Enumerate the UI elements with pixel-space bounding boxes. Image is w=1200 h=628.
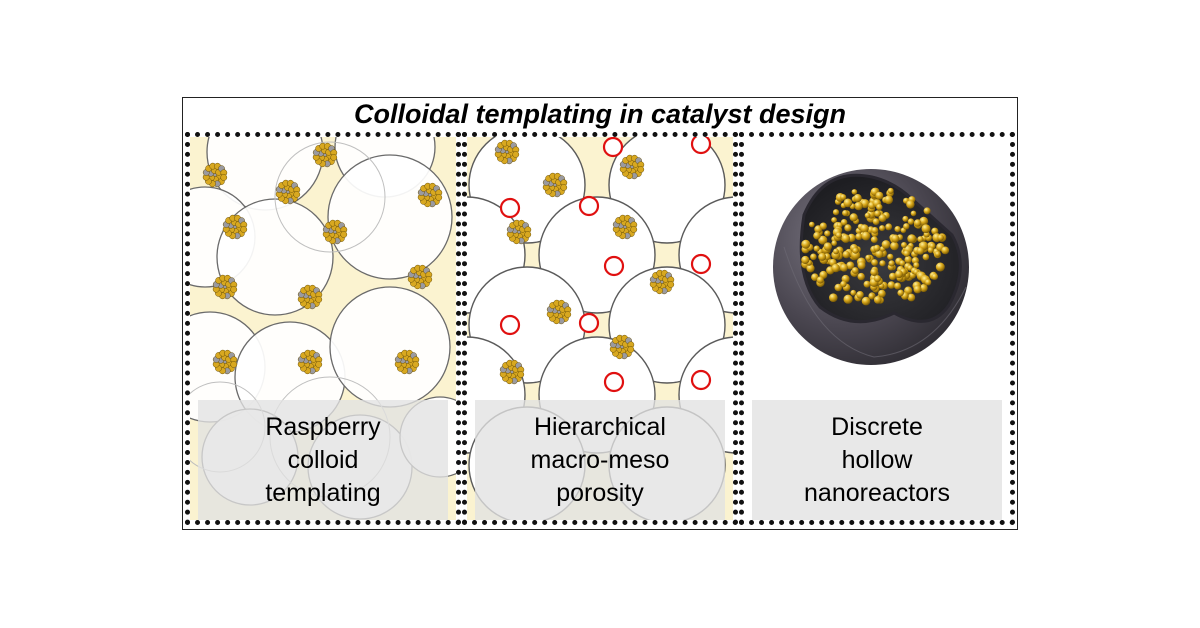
- caption-line-3: nanoreactors: [804, 478, 950, 507]
- caption-line-1: Raspberry: [265, 412, 381, 441]
- caption-box: Discrete hollow nanoreactors: [752, 400, 1002, 520]
- caption-line-3: templating: [265, 478, 381, 507]
- gold-nanoparticle-cluster: [619, 154, 645, 180]
- gold-nanoparticle-cluster: [222, 214, 248, 240]
- panel-raspberry-colloid: Raspberry colloid templating: [185, 132, 461, 525]
- gold-nanoparticle-cluster: [609, 334, 635, 360]
- gold-nanoparticle-cluster: [494, 139, 520, 165]
- gold-nanoparticle-cluster: [394, 349, 420, 375]
- caption-line-2: macro-meso: [530, 445, 670, 474]
- caption-line-2: colloid: [287, 445, 359, 474]
- caption-box: Hierarchical macro-meso porosity: [475, 400, 725, 520]
- gold-nanoparticle-cluster: [297, 349, 323, 375]
- figure-frame: Colloidal templating in catalyst design …: [182, 97, 1018, 530]
- hollow-nanoreactor-illustration: [773, 169, 969, 365]
- caption-line-2: hollow: [841, 445, 913, 474]
- caption-line-1: Hierarchical: [534, 412, 666, 441]
- gold-nanoparticle-cluster: [506, 219, 532, 245]
- gold-nanoparticle-cluster: [322, 219, 348, 245]
- hollow-sphere: [773, 169, 969, 365]
- caption-line-3: porosity: [556, 478, 644, 507]
- gold-nanoparticle-cluster: [417, 182, 443, 208]
- panel-hierarchical-porosity: Hierarchical macro-meso porosity: [462, 132, 738, 525]
- gold-nanoparticle-cluster: [297, 284, 323, 310]
- gold-nanoparticle-cluster: [275, 179, 301, 205]
- figure-title: Colloidal templating in catalyst design: [353, 99, 847, 129]
- gold-nanoparticle-cluster: [312, 142, 338, 168]
- caption-line-1: Discrete: [831, 412, 923, 441]
- gold-nanoparticle-cluster: [202, 162, 228, 188]
- gold-nanoparticle-cluster: [542, 172, 568, 198]
- panel-hollow-nanoreactors: Discrete hollow nanoreactors: [739, 132, 1015, 525]
- gold-nanoparticle-cluster: [612, 214, 638, 240]
- gold-nanoparticle-cluster: [546, 299, 572, 325]
- gold-nanoparticle-cluster: [407, 264, 433, 290]
- gold-nanoparticle-cluster: [649, 269, 675, 295]
- gold-nanoparticle-cluster: [212, 274, 238, 300]
- gold-nanoparticle-cluster: [499, 359, 525, 385]
- gold-nanoparticle-cluster: [212, 349, 238, 375]
- caption-box: Raspberry colloid templating: [198, 400, 448, 520]
